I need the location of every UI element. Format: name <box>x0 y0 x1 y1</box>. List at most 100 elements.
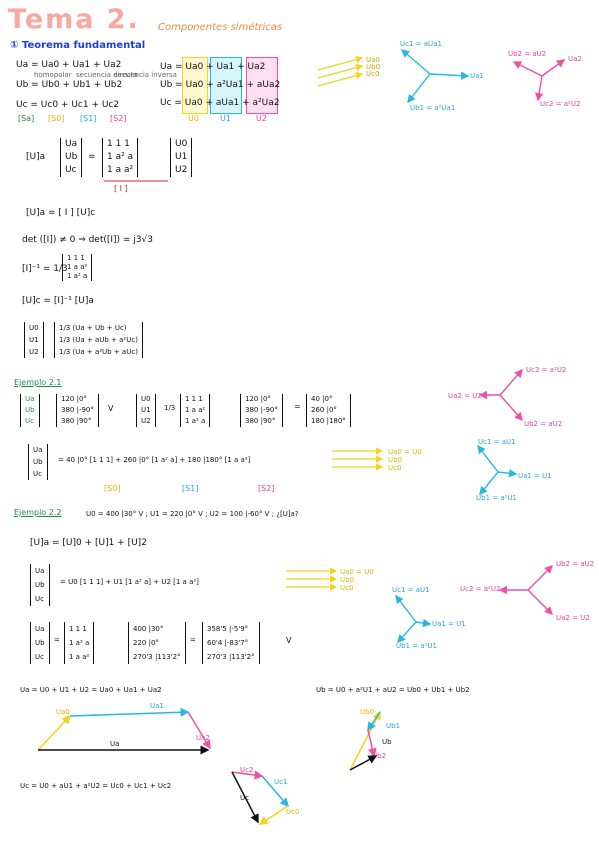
ua-a1-label: Ua1 <box>150 702 164 710</box>
ex2-mat-r3: 1 a a² <box>69 653 90 661</box>
ua-a0-label: Ua0 <box>56 708 70 716</box>
ex1-tag-s0: [S0] <box>104 484 121 493</box>
inv-row1: 1 1 1 <box>67 254 85 262</box>
section-heading-teorema: ① Teorema fundamental <box>10 40 146 51</box>
tag-s1: [S1] <box>80 114 97 123</box>
ex1-equals: = <box>294 402 301 411</box>
matrix-I-row2: 1 a² a <box>107 152 134 162</box>
uc-vec-u0: U0 <box>29 324 39 332</box>
vec-ub: Ub <box>65 152 78 162</box>
label-directa: secuencia directa <box>76 71 138 79</box>
ex1-zero-c0: Uc0 <box>388 464 402 472</box>
ex1-dec-ua: Ua <box>33 446 43 454</box>
vec-u2: U2 <box>175 165 188 175</box>
ex2-unit: V <box>286 636 292 645</box>
matrix-I-row1: 1 1 1 <box>107 139 130 149</box>
ex2-vec2-ua: Ua <box>35 625 45 633</box>
ex2-mat-r1: 1 1 1 <box>69 625 87 633</box>
ex1-pos-bot: Ub1 = a²U1 <box>476 494 518 502</box>
pos-phasor-top-label: Uc1 = aUa1 <box>400 40 442 48</box>
ex1-res-u0: U0 <box>141 395 151 403</box>
ex1-mat-r2: 1 a a² <box>185 406 206 414</box>
pos-phasor-mid-label: Ua1 <box>470 72 484 80</box>
ua-polygon <box>37 707 211 755</box>
ex2-result-3: 270'3 |113'2° <box>207 653 255 661</box>
eq-uc: Uc = Uc0 + Uc1 + Uc2 <box>16 100 120 110</box>
s1-pos-phasor <box>400 49 470 104</box>
ex1-neg-top: Uc2 = a²U2 <box>526 366 567 374</box>
ex2-vec-uc: Uc <box>35 595 44 603</box>
ex2-eq2: = <box>190 636 196 644</box>
ex1-mat-r3: 1 a² a <box>185 417 206 425</box>
uc-vec: U0 U1 U2 <box>24 322 44 358</box>
neg-phasor-bot-label: Uc2 = a²U2 <box>540 100 581 108</box>
ex1-zero-a0: Ua0 = U0 <box>388 448 422 456</box>
ex2-vec-ua: Ua <box>35 567 45 575</box>
ex1-result: 40 |0° 260 |0° 180 |180° <box>306 394 351 427</box>
vec-u1: U1 <box>175 152 188 162</box>
pos-phasor-bot-label: Ub1 = a²Ua1 <box>410 104 456 112</box>
ex2-mult: 400 |30° 220 |0° 270'3 |113'2° <box>128 622 186 664</box>
col-label-u2: U2 <box>256 114 267 123</box>
ex2-neg-phasor <box>498 565 553 615</box>
vec-ua: Ua <box>65 139 78 149</box>
uc-rows: 1/3 (Ua + Ub + Uc) 1/3 (Ua + aUb + a²Uc)… <box>54 322 143 358</box>
ex2-mat: 1 1 1 1 a² a 1 a a² <box>64 622 95 664</box>
tag-sa: [Sa] <box>18 114 35 123</box>
col-label-u1: U1 <box>220 114 231 123</box>
ex1-res-lhs: U0 U1 U2 <box>136 394 156 427</box>
ex1-result-3: 180 |180° <box>311 417 346 425</box>
ex2-mult-3: 270'3 |113'2° <box>133 653 181 661</box>
ex2-pos-phasor <box>395 594 432 644</box>
ex1-mult-2: 380 |-90° <box>245 406 278 414</box>
zero-phasor-c0: Uc0 <box>366 70 380 78</box>
ex1-val-b: 380 |-90° <box>61 406 94 414</box>
uc-vec-u1: U1 <box>29 336 39 344</box>
matrix-I: 1 1 1 1 a² a 1 a a² <box>102 138 139 177</box>
highlight-u2 <box>246 57 278 114</box>
vec-u0: U0 <box>175 139 188 149</box>
ex2-mat-r2: 1 a² a <box>69 639 90 647</box>
matrix-I-row3: 1 a a² <box>107 165 134 175</box>
ex2-pos-bot: Ub1 = a²U1 <box>396 642 438 650</box>
ex2-zero-arrows <box>286 567 338 591</box>
uc-c2-label: Uc2 <box>240 766 254 774</box>
label-inversa: secuencia inversa <box>114 71 177 79</box>
ub-label: Ub <box>382 738 392 746</box>
ex2-mult-1: 400 |30° <box>133 625 164 633</box>
ex1-mult: 120 |0° 380 |-90° 380 |90° <box>240 394 283 427</box>
tag-s2: [S2] <box>110 114 127 123</box>
ex1-unit: V <box>108 404 114 413</box>
ex1-neg-left: Ua2 = U2 <box>448 392 482 400</box>
ex1-factor: 1/3 <box>164 404 176 412</box>
example2-eq1: [U]a = [U]0 + [U]1 + [U]2 <box>30 538 147 548</box>
bottom-ua-eq: Ua = U0 + U1 + U2 = Ua0 + Ua1 + Ua2 <box>20 686 162 694</box>
uc-label: Uc <box>240 794 249 802</box>
col-label-u0: U0 <box>188 114 199 123</box>
uc-c1-label: Uc1 <box>274 778 288 786</box>
sub-eq-a: Ua = Ua0 + Ua1 + Ua2 <box>160 62 266 72</box>
eq-ua: Ua = Ua0 + Ua1 + Ua2 <box>16 60 122 70</box>
neg-phasor-topr-label: Ua2 <box>568 55 582 63</box>
ex1-dec-uc: Uc <box>33 470 42 478</box>
uc-c0-label: Uc0 <box>286 808 300 816</box>
ub-polygon <box>349 710 381 771</box>
ex1-zero-b0: Ub0 <box>388 456 403 464</box>
s1-neg-phasor <box>512 59 566 102</box>
ub-b1-label: Ub1 <box>386 722 401 730</box>
uc-vec-u2: U2 <box>29 348 39 356</box>
uc-row3: 1/3 (Ua + a²Ub + aUc) <box>59 348 138 356</box>
ex1-mult-3: 380 |90° <box>245 417 276 425</box>
ex1-decomp: = 40 |0° [1 1 1] + 260 |0° [1 a² a] + 18… <box>58 456 251 464</box>
sub-eq-c: Uc = Ua0 + aUa1 + a²Ua2 <box>160 98 280 108</box>
ex2-vec2-uc: Uc <box>35 653 44 661</box>
ub-b2-label: Ub2 <box>372 752 387 760</box>
ex1-decomp-lhs: Ua Ub Uc <box>28 444 48 480</box>
label-homopolar: homopolar <box>34 71 72 79</box>
eq-ub: Ub = Ub0 + Ub1 + Ub2 <box>16 80 123 90</box>
page-title: Tema 2. <box>8 4 140 35</box>
ex2-vec-ub: Ub <box>35 581 45 589</box>
ex2-result: 358'5 |-5'9° 60'4 |-83'7° 270'3 |113'2° <box>202 622 260 664</box>
ex2-mult-2: 220 |0° <box>133 639 159 647</box>
